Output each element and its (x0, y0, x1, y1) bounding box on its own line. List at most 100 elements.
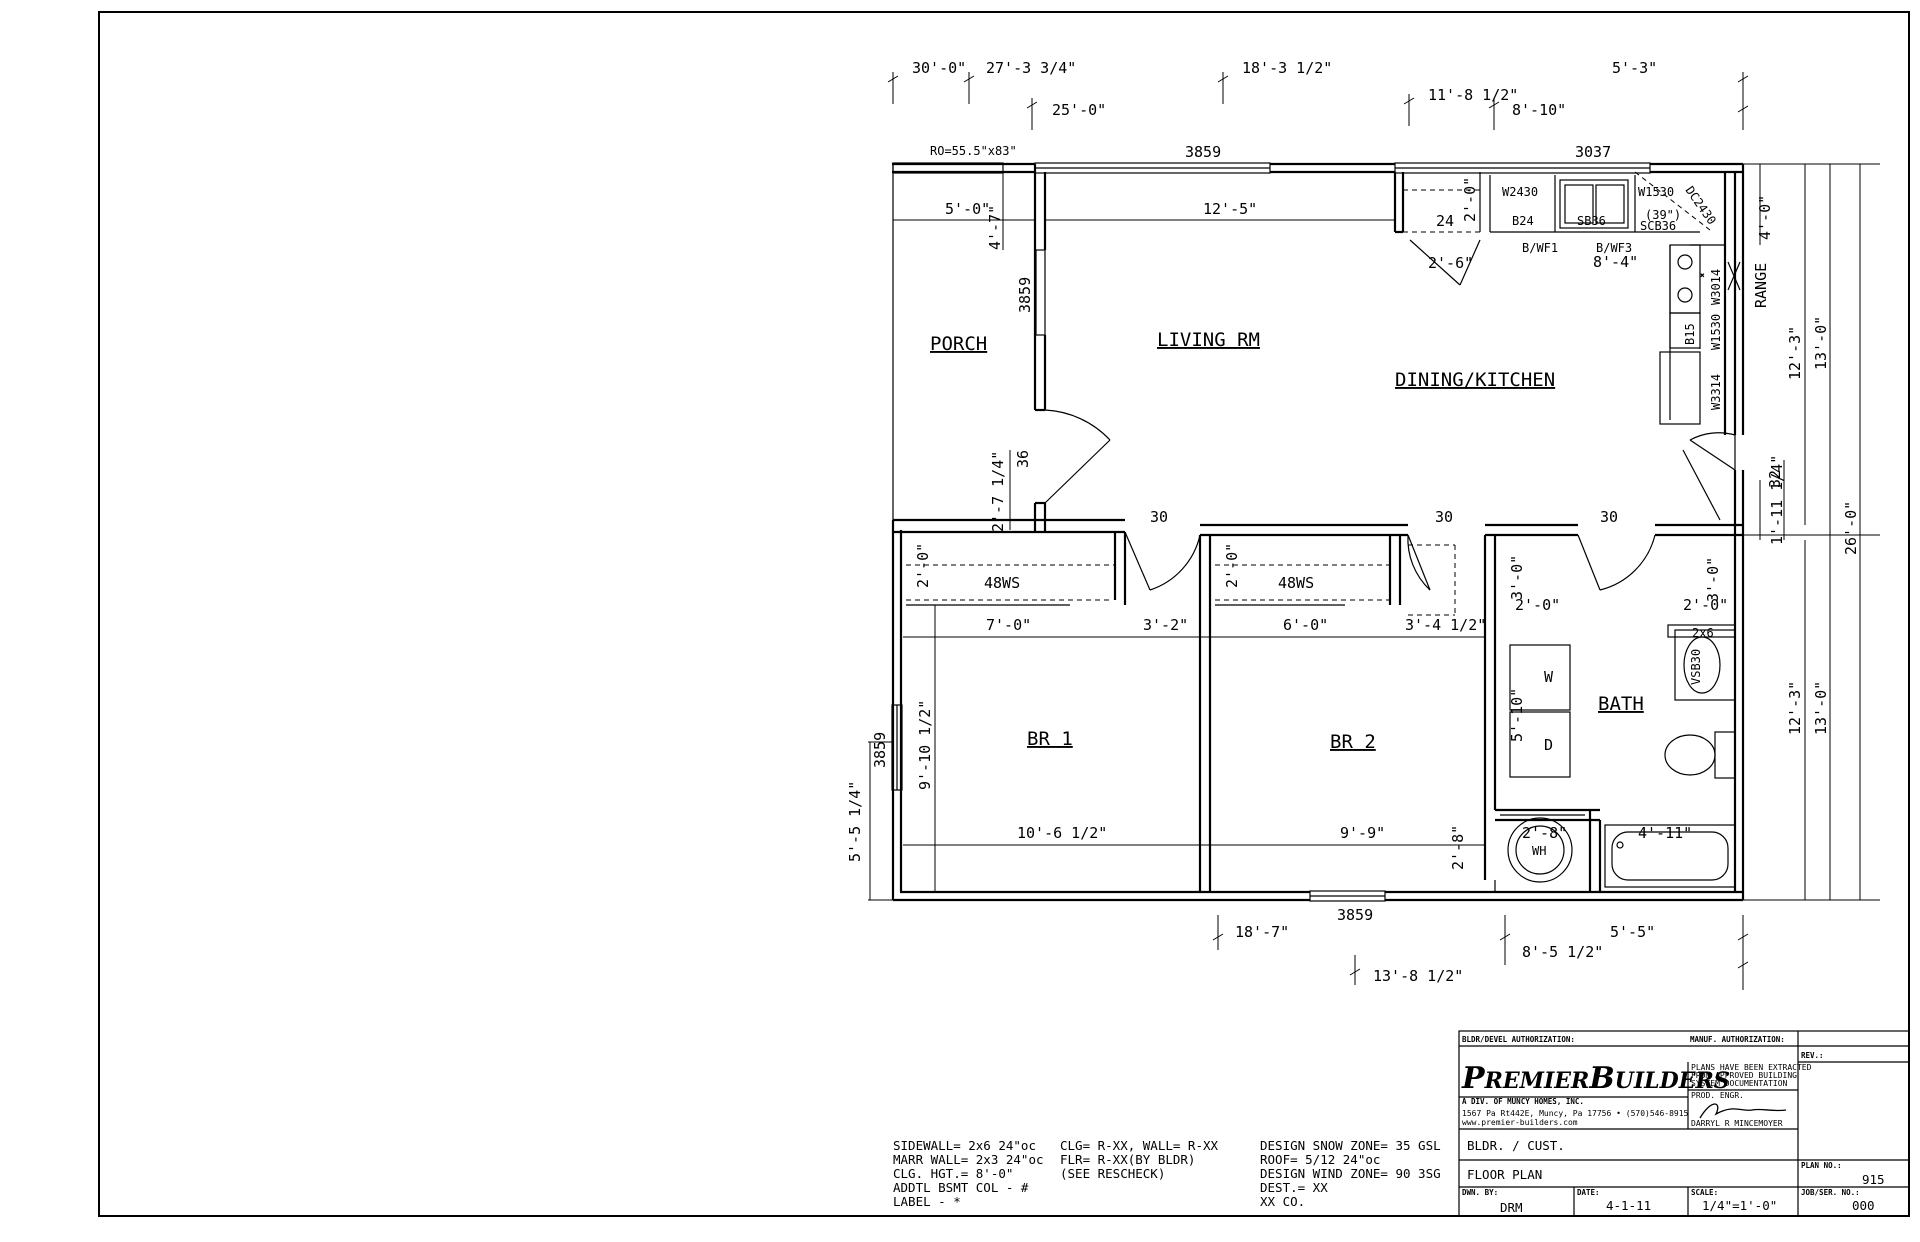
cab-39: (39") (1645, 208, 1681, 222)
tb-date-label: DATE: (1577, 1188, 1600, 1197)
tb-date: 4-1-11 (1606, 1198, 1651, 1213)
dim-br1-w: 10'-6 1/2" (1017, 824, 1107, 842)
left-dimensions: 3859 5'-5 1/4" (846, 732, 893, 901)
dim-laundry-h: 3'-0" (1508, 555, 1526, 600)
tb-bldr-auth: BLDR/DEVEL AUTHORIZATION: (1462, 1035, 1575, 1044)
tub (1604, 824, 1736, 888)
dim-18-3-1-2: 18'-3 1/2" (1242, 59, 1332, 77)
tb-job: 000 (1852, 1198, 1875, 1213)
cab-dc2430: DC2430 (1683, 184, 1719, 228)
bath-2x6: 2x6 (1692, 626, 1714, 640)
dim-porch-w: 5'-0" (945, 200, 990, 218)
note-marr-wall: MARR WALL= 2x3 24"oc (893, 1152, 1044, 1167)
toilet (1664, 734, 1716, 776)
dim-l-5-5-1-4: 5'-5 1/4" (846, 781, 864, 862)
note-wind: DESIGN WIND ZONE= 90 3SG (1260, 1166, 1441, 1181)
dim-r-4-0: 4'-0" (1756, 195, 1774, 240)
tb-sheet-title: FLOOR PLAN (1467, 1167, 1542, 1182)
ro-label: RO=55.5"x83" (930, 144, 1017, 158)
note-flr-r: FLR= R-XX(BY BLDR) (1060, 1152, 1195, 1167)
cab-w3014: W3014 (1709, 269, 1723, 305)
dim-5-3: 5'-3" (1612, 59, 1657, 77)
dim-r-12-3-top: 12'-3" (1786, 326, 1804, 380)
bottom-dimensions: 18'-7" 13'-8 1/2" 8'-5 1/2" 5'-5" (1212, 915, 1749, 990)
tb-web: www.premier-builders.com (1462, 1118, 1578, 1127)
dim-door-c: 30 (1600, 508, 1618, 526)
vanity-label: VSB30 (1689, 649, 1703, 685)
window-top-1-label: 3859 (1185, 143, 1221, 161)
dim-27-3-3-4: 27'-3 3/4" (986, 59, 1076, 77)
dim-r-32: 32 (1766, 470, 1784, 488)
note-snow: DESIGN SNOW ZONE= 35 GSL (1260, 1138, 1441, 1153)
fixture-labels: W D WH VSB30 (1532, 649, 1703, 858)
closet2-label: 48WS (1278, 574, 1314, 592)
cab-scb36: SCB36 (1640, 219, 1676, 233)
dim-door-b: 30 (1435, 508, 1453, 526)
bath-fixtures (1494, 624, 1736, 892)
dim-b-13-8: 13'-8 1/2" (1373, 967, 1463, 985)
dim-closet1-d: 2'-0" (914, 543, 932, 588)
dim-door-a: 30 (1150, 508, 1168, 526)
tb-extract-1: PLANS HAVE BEEN EXTRACTED (1691, 1063, 1812, 1072)
window-porch-living (1035, 249, 1046, 336)
dryer (1509, 711, 1571, 778)
note-clg-r: CLG= R-XX, WALL= R-XX (1060, 1138, 1219, 1153)
dim-wh-d: 2'-8" (1449, 825, 1467, 870)
dim-8-10: 8'-10" (1512, 101, 1566, 119)
tb-address: 1567 Pa Rt442E, Muncy, Pa 17756 • (570)5… (1462, 1109, 1689, 1118)
dim-porch-side: 2'-7 1/4" (989, 451, 1007, 532)
svg-text:✖: ✖ (1700, 271, 1705, 280)
room-labels: PORCH LIVING RM DINING/KITCHEN BR 1 BR 2… (930, 329, 1644, 753)
room-porch: PORCH (930, 333, 987, 355)
cab-w3314: W3314 (1709, 374, 1723, 410)
dim-pantry-w: 24 (1436, 212, 1454, 230)
dim-25-0: 25'-0" (1052, 101, 1106, 119)
room-dining-kitchen: DINING/KITCHEN (1395, 369, 1555, 391)
note-roof: ROOF= 5/12 24"oc (1260, 1152, 1380, 1167)
tb-division: A DIV. OF MUNCY HOMES, INC. (1462, 1097, 1584, 1106)
closet1-label: 48WS (984, 574, 1020, 592)
tb-bldr-cust: BLDR. / CUST. (1467, 1138, 1565, 1153)
tb-plan-no: 915 (1862, 1172, 1885, 1187)
room-br1: BR 1 (1027, 728, 1073, 750)
tb-scale: 1/4"=1'-0" (1702, 1198, 1777, 1213)
note-dest: DEST.= XX (1260, 1180, 1328, 1195)
interior-walls (893, 164, 1743, 892)
tb-dwn-label: DWN. BY: (1462, 1188, 1498, 1197)
dim-r-26-0: 26'-0" (1842, 501, 1860, 555)
room-br2: BR 2 (1330, 731, 1376, 753)
dim-closet1-w: 7'-0" (986, 616, 1031, 634)
title-block: BLDR/DEVEL AUTHORIZATION: MANUF. AUTHORI… (1458, 1030, 1910, 1217)
tb-plan-no-label: PLAN NO.: (1801, 1161, 1842, 1170)
dim-bath-w: 2'-0" (1683, 596, 1728, 614)
washer-label: W (1544, 668, 1554, 686)
dim-r-13-0-top: 13'-0" (1812, 316, 1830, 370)
cab-b24: B24 (1512, 214, 1534, 228)
fridge (1659, 351, 1701, 425)
note-clg-hgt: CLG. HGT.= 8'-0" (893, 1166, 1013, 1181)
window-porch-label: 3859 (1016, 277, 1034, 313)
dim-pantry-d: 2'-0" (1461, 177, 1479, 222)
spec-notes: SIDEWALL= 2x6 24"oc MARR WALL= 2x3 24"oc… (893, 1138, 1441, 1209)
cab-bwf1: B/WF1 (1522, 241, 1558, 255)
dim-laundry-d: 5'-10" (1508, 688, 1526, 742)
window-labels: RO=55.5"x83" 3859 3037 3859 3859 (930, 143, 1611, 924)
note-sidewall: SIDEWALL= 2x6 24"oc (893, 1138, 1036, 1153)
wh-label: WH (1532, 844, 1546, 858)
dim-b-5-5: 5'-5" (1610, 923, 1655, 941)
engineer-signature (1699, 1103, 1787, 1119)
dim-r-1-11: 1'-11 1/4" (1768, 455, 1786, 545)
note-label: LABEL - * (893, 1194, 961, 1209)
cab-w1530b: W1530 (1709, 314, 1723, 350)
vanity (1674, 629, 1736, 701)
cab-sb36: SB36 (1577, 214, 1606, 228)
window-bottom-label: 3859 (1337, 906, 1373, 924)
dim-kitchen-run: 8'-4" (1593, 253, 1638, 271)
tb-prod-engr: PROD. ENGR. (1691, 1091, 1744, 1100)
cab-w1530: W1530 (1638, 185, 1674, 199)
cab-bwf3: B/WF3 (1596, 241, 1632, 255)
room-bath: BATH (1598, 693, 1644, 715)
tb-manuf-auth: MANUF. AUTHORIZATION: (1690, 1035, 1785, 1044)
dim-closet2-d: 2'-0" (1223, 543, 1241, 588)
dim-tub-w: 4'-11" (1638, 824, 1692, 842)
